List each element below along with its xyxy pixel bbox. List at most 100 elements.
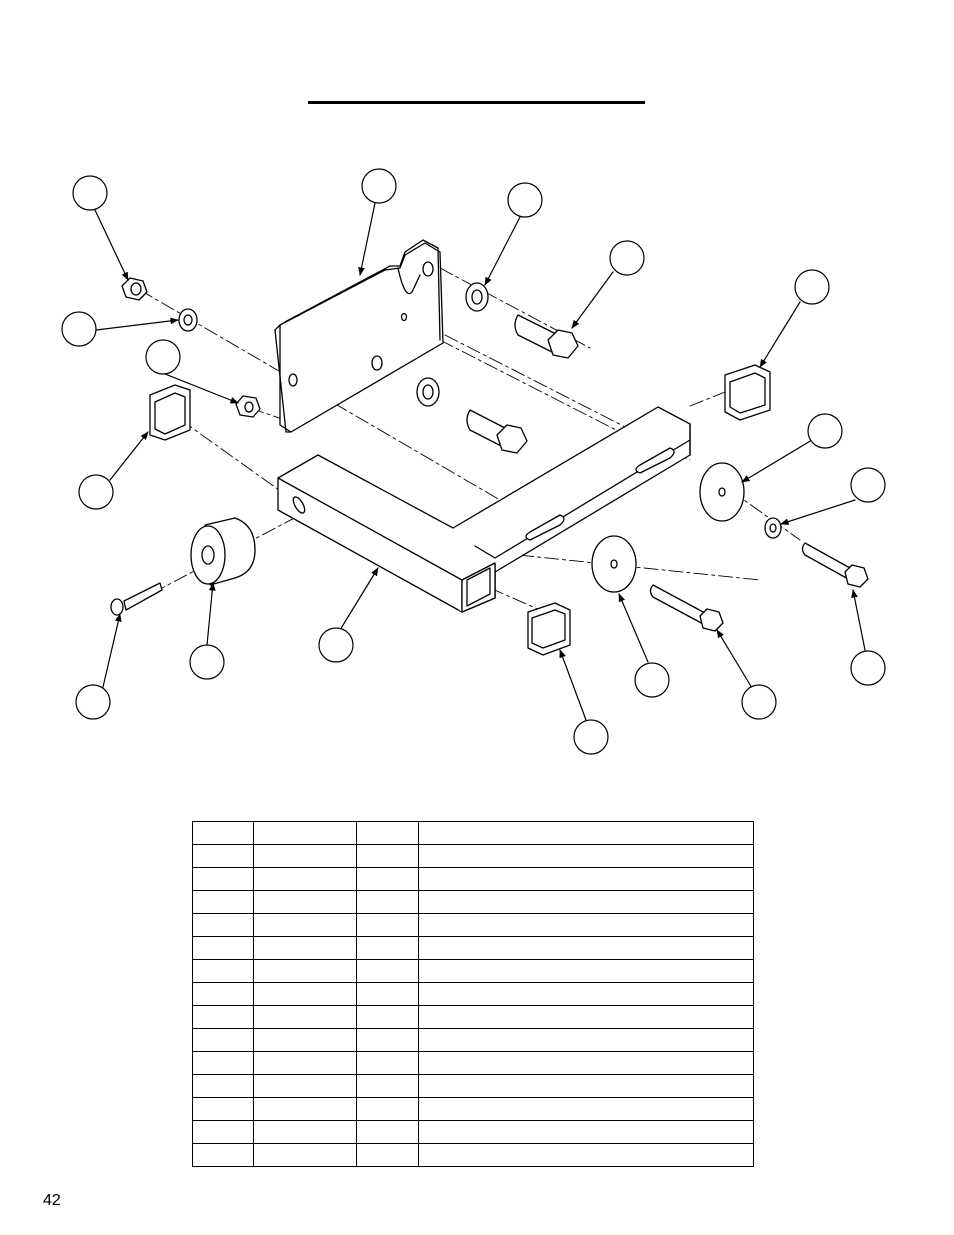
- table-cell: [253, 1120, 357, 1144]
- table-cell: [418, 1143, 754, 1167]
- lock-washer-top: [465, 282, 489, 312]
- table-cell: [418, 1074, 754, 1098]
- table-cell: [253, 959, 357, 983]
- table-cell: [192, 1120, 254, 1144]
- callout-circle: [72, 175, 108, 211]
- callout-circle: [609, 240, 645, 276]
- lock-nut: [235, 395, 261, 418]
- table-cell: [356, 1074, 419, 1098]
- table-row: [192, 1120, 754, 1144]
- table-cell: [418, 936, 754, 960]
- callout-circle: [807, 413, 843, 449]
- callout-circle: [573, 719, 609, 755]
- table-cell: [356, 1028, 419, 1052]
- table-row: [192, 1143, 754, 1167]
- table-cell: [192, 1028, 254, 1052]
- exploded-parts-diagram: [61, 168, 886, 755]
- table-cell: [356, 959, 419, 983]
- callout-circle: [145, 339, 181, 375]
- table-cell: [192, 936, 254, 960]
- hex-bolt-upper: [514, 314, 579, 359]
- table-cell: [253, 1051, 357, 1075]
- table-cell: [192, 867, 254, 891]
- fender-washer-center: [591, 535, 637, 593]
- parts-list-table: [192, 821, 754, 1167]
- table-row: [192, 1051, 754, 1075]
- table-cell: [356, 1005, 419, 1029]
- lock-washer-right: [764, 517, 782, 539]
- table-row: [192, 821, 754, 845]
- table-cell: [356, 1120, 419, 1144]
- table-cell: [356, 890, 419, 914]
- tube-frame: [277, 406, 691, 613]
- table-cell: [418, 890, 754, 914]
- square-cap-right: [724, 364, 771, 421]
- table-cell: [253, 867, 357, 891]
- hex-bolt-lower: [649, 584, 724, 632]
- callout-circle: [318, 627, 354, 663]
- table-cell: [418, 1051, 754, 1075]
- hex-bolt-middle: [466, 409, 528, 454]
- table-cell: [192, 913, 254, 937]
- table-cell: [253, 821, 357, 845]
- table-row: [192, 1097, 754, 1121]
- table-cell: [418, 821, 754, 845]
- table-row: [192, 1028, 754, 1052]
- carriage-bolt: [110, 582, 163, 616]
- table-cell: [418, 982, 754, 1006]
- small-washer: [178, 308, 198, 332]
- callout-circle: [794, 269, 830, 305]
- table-cell: [356, 1143, 419, 1167]
- table-cell: [356, 1097, 419, 1121]
- table-cell: [356, 844, 419, 868]
- table-row: [192, 1074, 754, 1098]
- callout-circles: [61, 168, 886, 755]
- table-cell: [418, 913, 754, 937]
- table-cell: [356, 1051, 419, 1075]
- fender-washer-right: [699, 462, 745, 522]
- callout-circle: [189, 644, 225, 680]
- square-cap-bottom: [527, 602, 571, 656]
- table-cell: [418, 867, 754, 891]
- callout-circle: [741, 684, 777, 720]
- leader-lines: [94, 202, 867, 721]
- table-cell: [192, 982, 254, 1006]
- callout-circle: [61, 311, 97, 347]
- title-underline: [308, 101, 645, 104]
- table-cell: [253, 1028, 357, 1052]
- table-row: [192, 890, 754, 914]
- table-cell: [192, 1143, 254, 1167]
- table-cell: [192, 1051, 254, 1075]
- lock-washer-mid: [416, 377, 440, 407]
- table-row: [192, 844, 754, 868]
- table-cell: [418, 959, 754, 983]
- table-row: [192, 1005, 754, 1029]
- table-cell: [418, 1005, 754, 1029]
- table-cell: [418, 1097, 754, 1121]
- callout-circle: [78, 474, 114, 510]
- table-cell: [192, 821, 254, 845]
- table-cell: [253, 844, 357, 868]
- table-row: [192, 913, 754, 937]
- hex-bolt-right: [801, 542, 869, 588]
- table-cell: [253, 1074, 357, 1098]
- callout-circle: [361, 168, 397, 204]
- callout-circle: [507, 182, 543, 218]
- table-cell: [253, 1005, 357, 1029]
- table-cell: [253, 982, 357, 1006]
- table-cell: [356, 982, 419, 1006]
- table-cell: [356, 821, 419, 845]
- table-cell: [192, 890, 254, 914]
- table-cell: [253, 1097, 357, 1121]
- table-cell: [356, 867, 419, 891]
- table-cell: [253, 1143, 357, 1167]
- hex-nut: [121, 277, 148, 301]
- mounting-plate: [274, 239, 444, 433]
- table-row: [192, 982, 754, 1006]
- table-cell: [356, 913, 419, 937]
- table-cell: [192, 1005, 254, 1029]
- table-cell: [418, 844, 754, 868]
- callout-circle: [75, 684, 111, 720]
- table-cell: [192, 1097, 254, 1121]
- page-number: 42: [43, 1192, 61, 1209]
